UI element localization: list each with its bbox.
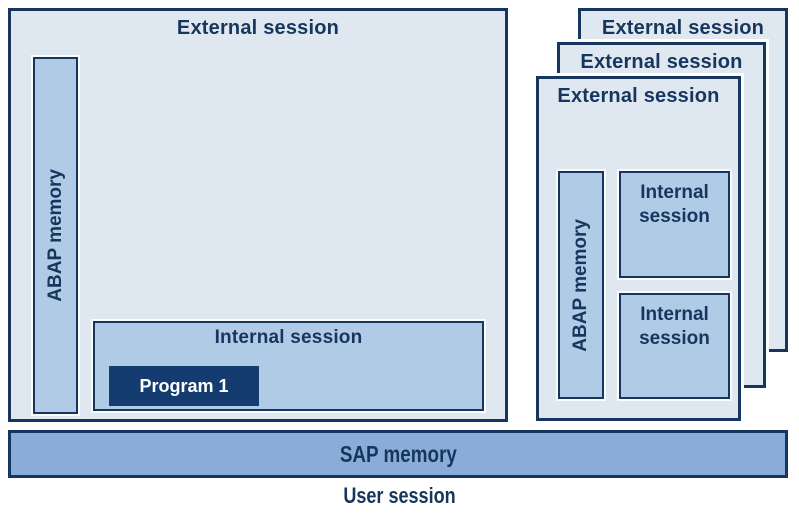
user-session-label: User session bbox=[343, 483, 456, 508]
abap-memory-label-right: ABAP memory bbox=[570, 218, 591, 352]
external-session-title-middle: External session bbox=[580, 51, 743, 73]
abap-memory-box-right: ABAP memory bbox=[558, 171, 604, 399]
program-box: Program 1 bbox=[109, 366, 259, 406]
program-label: Program 1 bbox=[139, 375, 229, 396]
internal-session-box-right-1: Internal session bbox=[619, 171, 730, 278]
external-session-box-left: External session ABAP memory Internal se… bbox=[8, 8, 508, 422]
sap-memory-label: SAP memory bbox=[339, 440, 457, 467]
internal-session-box: Internal session Program 1 bbox=[93, 321, 484, 411]
external-session-title: External session bbox=[176, 17, 340, 39]
external-session-title-front: External session bbox=[557, 85, 720, 107]
external-session-title-back: External session bbox=[601, 17, 765, 39]
internal-session-box-right-2: Internal session bbox=[619, 293, 730, 399]
abap-memory-box: ABAP memory bbox=[33, 57, 78, 414]
internal-session-label-1: Internal session bbox=[639, 182, 710, 227]
internal-session-title: Internal session bbox=[214, 327, 363, 348]
abap-memory-label: ABAP memory bbox=[44, 169, 66, 302]
internal-session-label-2: Internal session bbox=[639, 304, 710, 349]
sap-memory-bar: SAP memory bbox=[8, 430, 788, 478]
external-session-box-front: External session ABAP memory Internal se… bbox=[536, 76, 741, 421]
user-session-caption: User session bbox=[0, 483, 799, 509]
